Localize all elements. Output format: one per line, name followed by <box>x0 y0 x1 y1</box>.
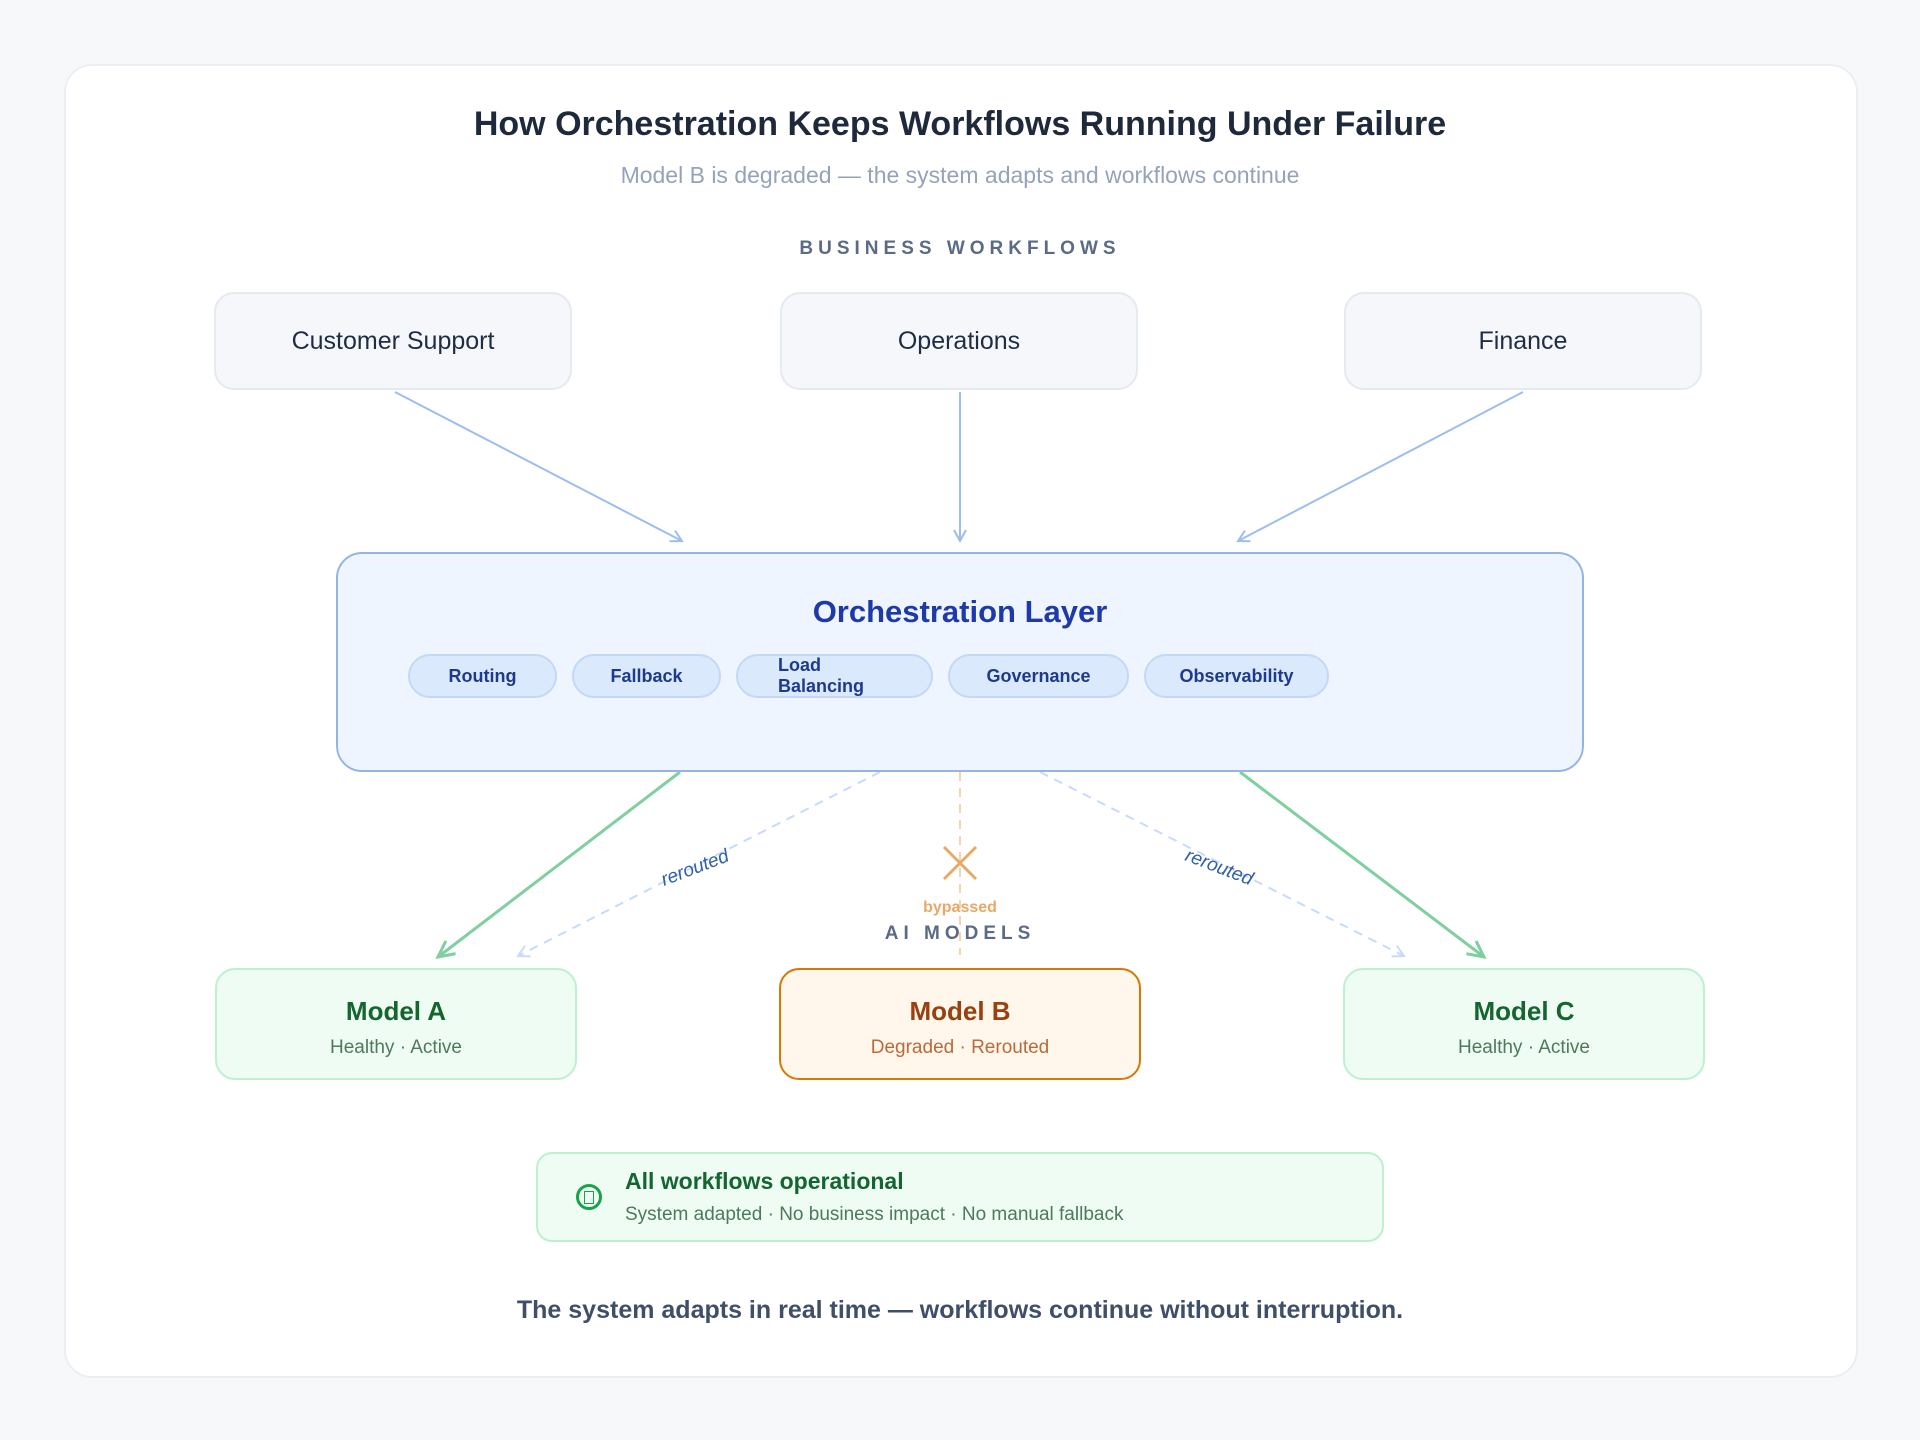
status-banner: All workflows operational System adapted… <box>536 1152 1384 1242</box>
orchestration-layer: Orchestration Layer Routing Fallback Loa… <box>336 552 1584 772</box>
reroute-line-right <box>1039 771 1406 958</box>
model-b-card: Model B Degraded · Rerouted <box>779 968 1141 1080</box>
status-title: All workflows operational <box>625 1168 904 1194</box>
pill-governance: Governance <box>948 654 1129 698</box>
pill-fallback: Fallback <box>572 654 721 698</box>
model-c-card: Model C Healthy · Active <box>1343 968 1705 1080</box>
page-title: How Orchestration Keeps Workflows Runnin… <box>473 105 1447 143</box>
workflow-finance: Finance <box>1344 292 1702 390</box>
model-a-status: Healthy · Active <box>330 1037 462 1058</box>
check-circle-icon <box>576 1184 602 1210</box>
model-b-status: Degraded · Rerouted <box>870 1037 1050 1058</box>
pill-observability: Observability <box>1144 654 1329 698</box>
flow-finance-to-orchestration <box>1236 391 1524 543</box>
pill-load-balancing: Load Balancing <box>736 654 933 698</box>
ai-models-label: AI MODELS <box>884 923 1036 944</box>
reroute-line-left <box>516 771 881 958</box>
model-c-status: Healthy · Active <box>1458 1037 1590 1058</box>
model-a-card: Model A Healthy · Active <box>215 968 577 1080</box>
blocked-x-icon <box>942 845 978 881</box>
flow-orchestration-to-model-c <box>1239 770 1487 960</box>
footer-caption: The system adapts in real time — workflo… <box>516 1296 1404 1324</box>
model-c-name: Model C <box>1473 996 1575 1026</box>
page-subtitle: Model B is degraded — the system adapts … <box>620 162 1300 188</box>
model-b-name: Model B <box>909 996 1011 1026</box>
orchestration-title: Orchestration Layer <box>812 594 1108 629</box>
pill-routing: Routing <box>408 654 557 698</box>
flow-customer-support-to-orchestration <box>394 391 684 543</box>
workflow-operations: Operations <box>780 292 1138 390</box>
model-a-name: Model A <box>345 996 447 1026</box>
business-workflows-label: BUSINESS WORKFLOWS <box>799 238 1121 259</box>
reroute-label-right: rerouted <box>1182 845 1257 890</box>
status-subtitle: System adapted · No business impact · No… <box>625 1204 1124 1225</box>
reroute-label-left: rerouted <box>658 845 733 890</box>
flow-orchestration-to-model-a <box>435 770 681 960</box>
capability-pills: Routing Fallback Load Balancing Governan… <box>408 654 1329 698</box>
bypassed-label: bypassed <box>923 899 997 916</box>
workflow-customer-support: Customer Support <box>214 292 572 390</box>
